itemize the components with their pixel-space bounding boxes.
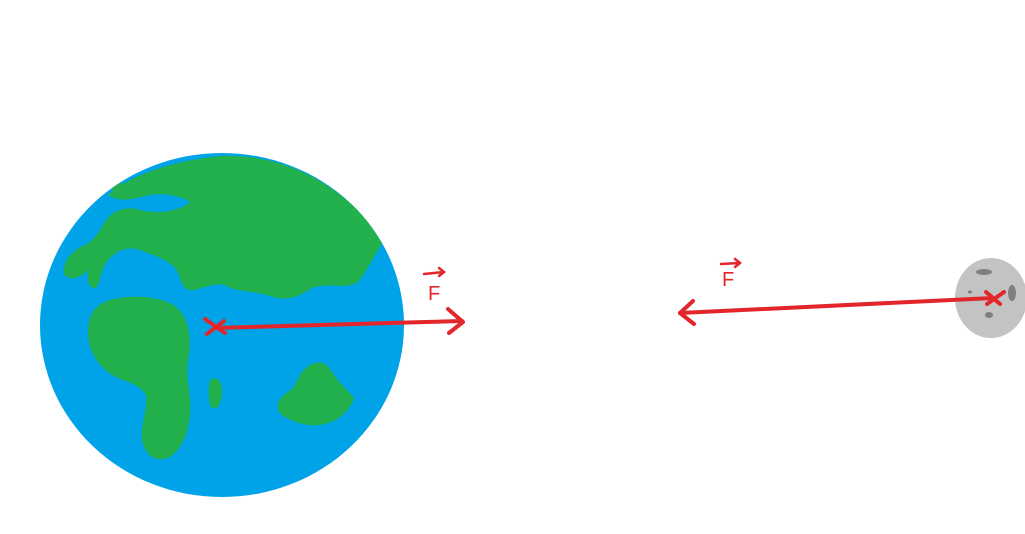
force-label-text: F <box>428 283 440 305</box>
force-arrow-head <box>446 307 465 335</box>
force-arrow-head <box>678 299 696 326</box>
force-vector-on-moon <box>678 290 1006 326</box>
vector-arrow-icon <box>719 257 743 269</box>
moon-crater <box>976 269 992 275</box>
moon-crater <box>1008 285 1016 301</box>
force-label-moon: F <box>719 257 743 291</box>
force-arrow-shaft <box>212 319 464 330</box>
vector-arrow-icon <box>422 266 447 278</box>
earth-landmass-africa <box>88 296 191 460</box>
force-label-earth: F <box>422 266 447 305</box>
force-arrow-shaft <box>678 296 995 315</box>
moon-crater <box>968 290 972 294</box>
earth-landmass-island <box>208 378 222 409</box>
force-vector-on-earth <box>203 307 465 336</box>
force-label-text: F <box>722 269 734 291</box>
earth-landmass-australia <box>277 362 354 426</box>
moon-crater <box>985 312 993 318</box>
earth-landmass-eurasia <box>63 155 384 299</box>
